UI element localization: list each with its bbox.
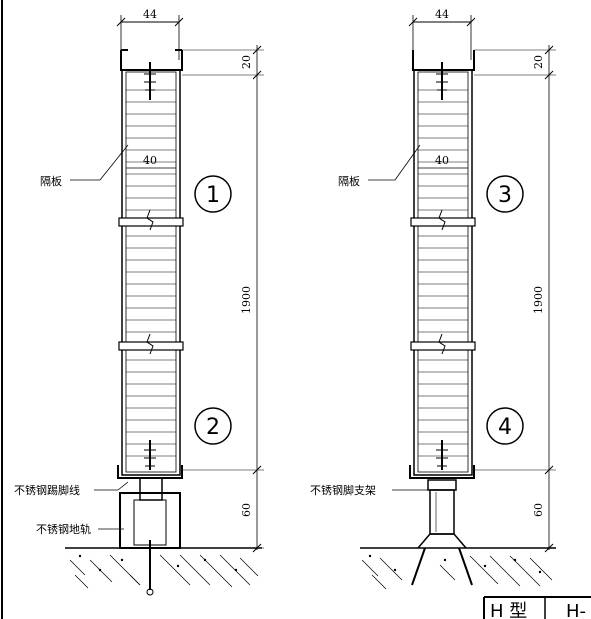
label-partition: 隔板 [40, 174, 62, 188]
marker-3-label: 3 [498, 183, 512, 208]
anchor-bolt [458, 547, 473, 586]
label-skirting: 不锈钢踢脚线 [14, 483, 80, 497]
marker-circle-4 [486, 407, 524, 445]
marker-1-label: 1 [206, 183, 220, 208]
dim-inner-width-label: 40 [143, 154, 157, 167]
floor-hatch [361, 555, 553, 590]
dim-inner-width-label: 40 [435, 154, 449, 167]
dim-tick [544, 45, 554, 55]
floor-aggregate [78, 554, 238, 572]
partition-panel [413, 69, 473, 476]
dim-tick [252, 70, 262, 80]
dim-top-offset-label: 20 [532, 55, 545, 69]
screw-thread [436, 449, 448, 467]
dim-tick [544, 70, 554, 80]
panel-joint [410, 341, 476, 351]
dim-tick [252, 543, 262, 553]
screw-thread [436, 73, 448, 91]
marker-circle-3 [486, 175, 524, 213]
dim-tick [466, 17, 476, 27]
dim-width-top-label: 44 [435, 8, 449, 21]
leader-line [99, 144, 129, 181]
right-panel: 44 40 [310, 8, 556, 590]
floor-hatch [69, 554, 259, 589]
partition-panel [121, 69, 181, 476]
dim-width-top-label: 44 [143, 8, 157, 21]
dim-tick [544, 543, 554, 553]
dim-tick [252, 465, 262, 475]
bottom-channel [409, 465, 475, 479]
screw-thread [144, 73, 156, 91]
support-leg [429, 489, 455, 535]
marker-2-label: 2 [206, 415, 220, 440]
label-partition: 隔板 [338, 174, 360, 188]
anchor-bolt [411, 547, 426, 586]
panel-joint [118, 341, 184, 351]
floor-track [119, 492, 181, 549]
joint-clip [438, 209, 446, 231]
support-base [417, 533, 467, 549]
anchor-tip [146, 588, 154, 596]
dim-total-height-label: 1900 [240, 286, 253, 314]
dim-top-offset-label: 20 [240, 55, 253, 69]
title-code-label: H- [566, 601, 586, 619]
leader-line [117, 481, 129, 491]
joint-clip [146, 333, 154, 355]
dim-tick [116, 17, 126, 27]
dim-tick [408, 17, 418, 27]
dim-tick [544, 465, 554, 475]
left-panel: 44 [14, 8, 264, 596]
marker-4-label: 4 [498, 415, 512, 440]
title-block: H 型 H- [483, 596, 591, 619]
top-channel [412, 50, 475, 71]
title-type-label: H 型 [490, 601, 527, 619]
panel-joint [118, 217, 184, 227]
dim-base-height-label: 60 [240, 503, 253, 517]
marker-circle-2 [194, 407, 232, 445]
dim-tick [252, 45, 262, 55]
panel-hatching [418, 89, 468, 457]
joint-clip [438, 333, 446, 355]
connector-block [139, 477, 163, 501]
marker-circle-1 [194, 175, 232, 213]
dim-tick [174, 17, 184, 27]
joint-clip [146, 209, 154, 231]
leader-line [394, 144, 421, 181]
top-channel [120, 50, 183, 71]
label-support: 不锈钢脚支架 [310, 483, 376, 497]
floor-aggregate [368, 554, 542, 574]
support-cap [427, 479, 457, 491]
dim-total-height-label: 1900 [532, 286, 545, 314]
dim-base-height-label: 60 [532, 503, 545, 517]
screw-thread [144, 449, 156, 467]
panel-joint [410, 217, 476, 227]
label-floor-track: 不锈钢地轨 [36, 522, 91, 536]
track-inner [133, 499, 167, 546]
panel-hatching [126, 89, 176, 457]
